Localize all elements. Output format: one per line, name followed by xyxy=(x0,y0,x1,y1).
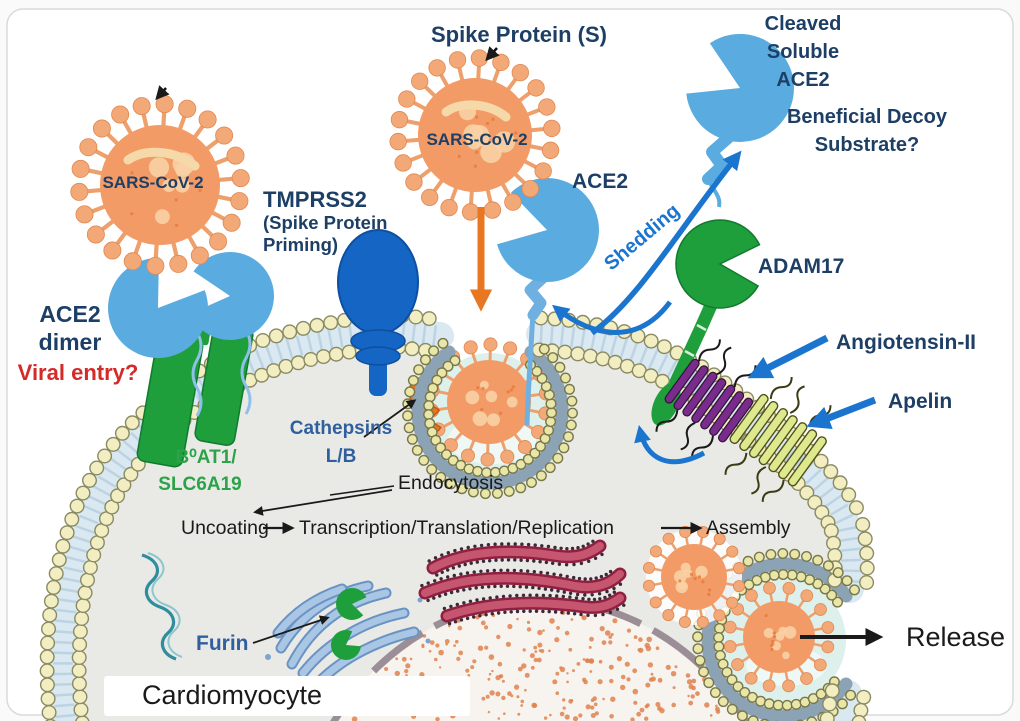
spike-pointer-icon xyxy=(155,85,170,101)
b0at1-label: B⁰AT1/ xyxy=(175,447,237,468)
ace2-dimer-icon xyxy=(189,251,274,340)
furin-icon xyxy=(336,587,367,620)
adam17-icon xyxy=(651,219,761,426)
spike-pointer-icon xyxy=(485,46,500,62)
ace2-dimer-label: dimer xyxy=(39,329,102,355)
nuclear-speckles xyxy=(351,597,728,721)
angiotensin-arrow xyxy=(747,334,829,379)
nucleus xyxy=(290,597,790,721)
sars-cov-2-virion-vesicle xyxy=(723,581,835,693)
uncoating-label: Uncoating xyxy=(181,517,269,539)
apelin-arrow xyxy=(806,396,877,430)
ace2-dimer-icon xyxy=(108,257,209,358)
beneficial-decoy-label: Substrate? xyxy=(815,134,919,156)
cathepsins-label: L/B xyxy=(326,446,357,467)
virus-top-label: SARS-CoV-2 xyxy=(426,130,527,149)
tmprss2-icon xyxy=(337,229,419,396)
adam17-label: ADAM17 xyxy=(758,255,844,278)
cardiomyocyte-label-strip xyxy=(104,676,470,716)
cardiomyocyte-cytoplasm xyxy=(63,331,852,721)
angiotensin-label: Angiotensin-II xyxy=(836,331,976,354)
furin-label: Furin xyxy=(196,632,249,655)
sars-cov-2-virion-endosome xyxy=(425,337,553,467)
endocytosis-pointer-line xyxy=(329,485,395,496)
cathepsins-pointer-arrow xyxy=(363,399,417,438)
cleaved-ace2-label: ACE2 xyxy=(776,69,829,91)
transcription-label: Transcription/Translation/Replication xyxy=(299,517,614,539)
viral-rna-icon xyxy=(141,552,183,661)
assembly-label: Assembly xyxy=(706,517,791,539)
cardiomyocyte-label: Cardiomyocyte xyxy=(142,680,322,710)
cleaved-ace2-label: Cleaved xyxy=(765,13,842,35)
receptor-adam17-arrow xyxy=(634,425,706,465)
cleaved-soluble-ace2-icon xyxy=(686,33,795,208)
endosome xyxy=(408,337,553,469)
tmprss2-label: Priming) xyxy=(263,234,338,255)
virion-highlight xyxy=(441,100,511,122)
sars-cov-2-virion-assembly xyxy=(642,525,746,629)
b0at1-label: SLC6A19 xyxy=(158,474,241,495)
tmprss2-label: TMPRSS2 xyxy=(263,187,367,212)
viral-entry-label: Viral entry? xyxy=(18,360,139,385)
ace2-receptor-icon xyxy=(497,178,600,426)
ace2-label: ACE2 xyxy=(572,170,628,193)
lipid-head-beads xyxy=(39,307,875,721)
virion-highlight xyxy=(123,147,200,171)
furin-pointer-arrow xyxy=(252,615,330,644)
sars-cov-2-virion-top xyxy=(389,49,561,221)
endocytosis-uncoating-arrow xyxy=(253,489,393,516)
ace2-dimer-label: ACE2 xyxy=(39,301,100,327)
apelin-label: Apelin xyxy=(888,390,952,413)
adam17-cleave-arrow xyxy=(552,300,673,335)
release-vesicle xyxy=(722,578,846,702)
cathepsins-label: Cathepsins xyxy=(290,418,392,439)
spike-protein-label: Spike Protein (S) xyxy=(431,22,607,47)
shedding-arrow xyxy=(590,150,742,336)
cleaved-ace2-label: Soluble xyxy=(767,41,839,63)
endocytosis-label: Endocytosis xyxy=(398,472,503,494)
release-label: Release xyxy=(906,622,1005,652)
furin-icon xyxy=(330,629,361,660)
tmprss2-label: (Spike Protein xyxy=(263,212,387,233)
beneficial-decoy-label: Beneficial Decoy xyxy=(787,106,948,128)
apelin-receptor-icon xyxy=(724,376,832,502)
virus-left-label: SARS-CoV-2 xyxy=(102,173,203,192)
